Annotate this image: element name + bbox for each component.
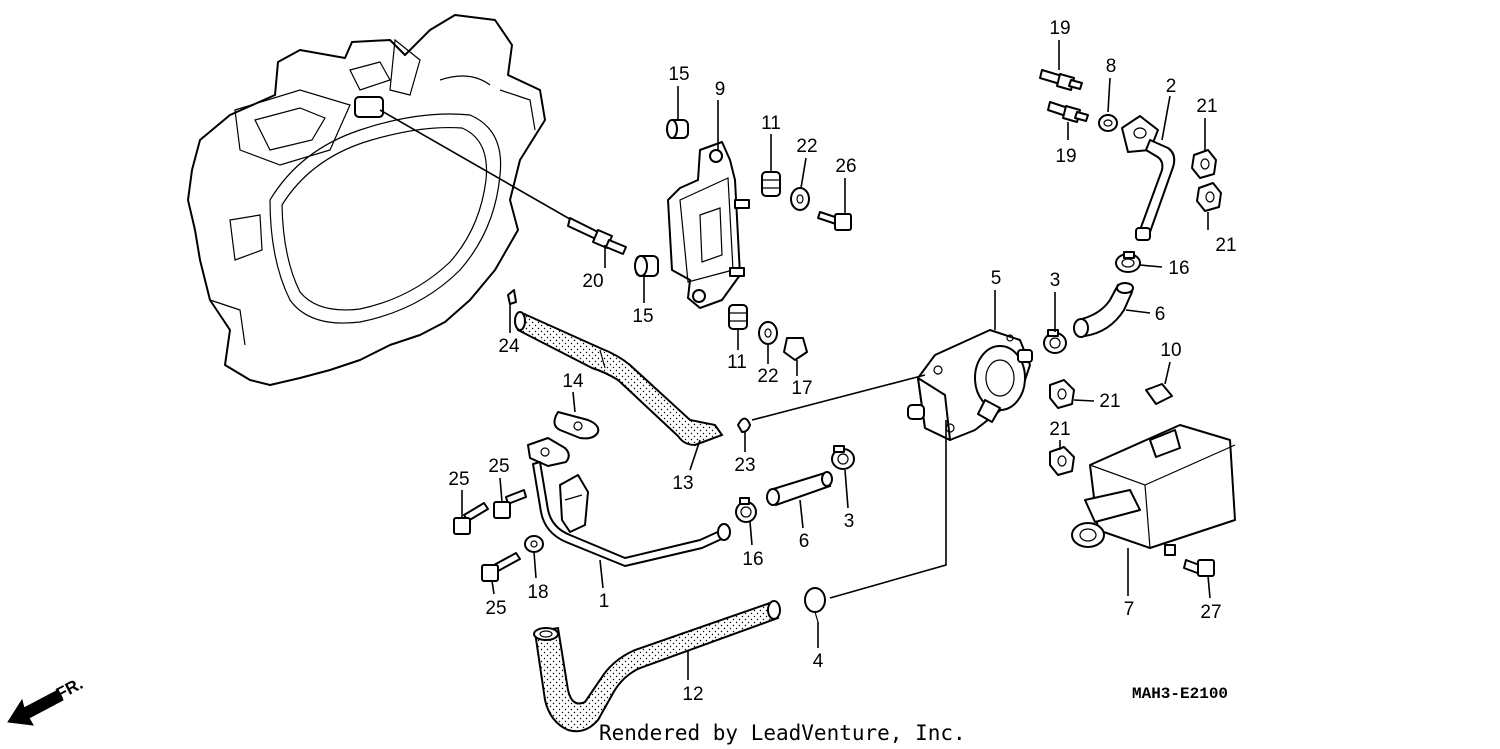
callout-labels: 19 8 2 21 19 21 16 15 9 11 22 26 20 15 5… <box>448 18 1236 705</box>
callout-19: 19 <box>1049 18 1070 39</box>
callout-1: 1 <box>599 591 610 612</box>
callout-12: 12 <box>682 684 703 705</box>
fuel-filter-7 <box>1071 383 1236 577</box>
callout-25: 25 <box>448 469 469 490</box>
callout-19: 19 <box>1055 146 1076 167</box>
callout-16: 16 <box>742 549 763 570</box>
callout-3: 3 <box>1050 270 1061 291</box>
callout-17: 17 <box>791 378 812 399</box>
callout-21: 21 <box>1099 391 1120 412</box>
callout-15: 15 <box>632 306 653 327</box>
callout-21: 21 <box>1196 96 1217 117</box>
callout-11: 11 <box>727 352 747 373</box>
leader-lines <box>461 40 1211 680</box>
clip-4 <box>804 587 826 623</box>
callout-11: 11 <box>761 113 781 134</box>
callout-5: 5 <box>991 268 1002 289</box>
callout-13: 13 <box>672 473 693 494</box>
callout-24: 24 <box>498 336 520 357</box>
callout-22: 22 <box>757 366 778 387</box>
callout-8: 8 <box>1106 56 1117 77</box>
render-credit: Rendered by LeadVenture, Inc. <box>599 721 966 745</box>
collar-15 <box>634 119 689 277</box>
hose-12 <box>533 600 781 733</box>
callout-26: 26 <box>835 156 856 177</box>
hose-13 <box>507 289 724 447</box>
callout-10: 10 <box>1160 340 1181 361</box>
clip-23 <box>737 417 751 433</box>
callout-3: 3 <box>844 511 855 532</box>
grommets-washers <box>728 171 852 361</box>
bolts-25 <box>453 489 544 582</box>
callout-18: 18 <box>527 582 548 603</box>
callout-21: 21 <box>1215 235 1236 256</box>
callout-23: 23 <box>734 455 755 476</box>
pipe-1 <box>527 437 731 567</box>
callout-4: 4 <box>813 651 824 672</box>
callout-21: 21 <box>1049 419 1070 440</box>
hose-6-lower <box>735 445 855 523</box>
callout-15: 15 <box>668 64 689 85</box>
callout-9: 9 <box>715 79 726 100</box>
engine-case <box>187 14 546 386</box>
nuts-21 <box>1049 149 1222 476</box>
callout-16: 16 <box>1168 258 1189 279</box>
callout-2: 2 <box>1166 76 1177 97</box>
stud-20 <box>567 217 627 255</box>
callout-20: 20 <box>582 271 603 292</box>
diagram-code: MAH3-E2100 <box>1132 685 1228 703</box>
fuel-pump-5 <box>907 329 1033 441</box>
callout-14: 14 <box>562 371 584 392</box>
front-direction-arrow: FR. <box>7 674 86 726</box>
callout-25: 25 <box>485 598 506 619</box>
gasket-14 <box>553 411 600 440</box>
callout-6: 6 <box>1155 304 1166 325</box>
callout-25: 25 <box>488 456 509 477</box>
bracket-9 <box>667 141 750 309</box>
hose-6-upper <box>1043 282 1134 354</box>
callout-22: 22 <box>796 136 817 157</box>
callout-6: 6 <box>799 531 810 552</box>
clip-16-upper <box>1115 251 1141 273</box>
pipe-2-assembly <box>1039 69 1176 241</box>
callout-27: 27 <box>1200 602 1221 623</box>
callout-7: 7 <box>1124 599 1135 620</box>
arrow-icon <box>7 689 64 726</box>
